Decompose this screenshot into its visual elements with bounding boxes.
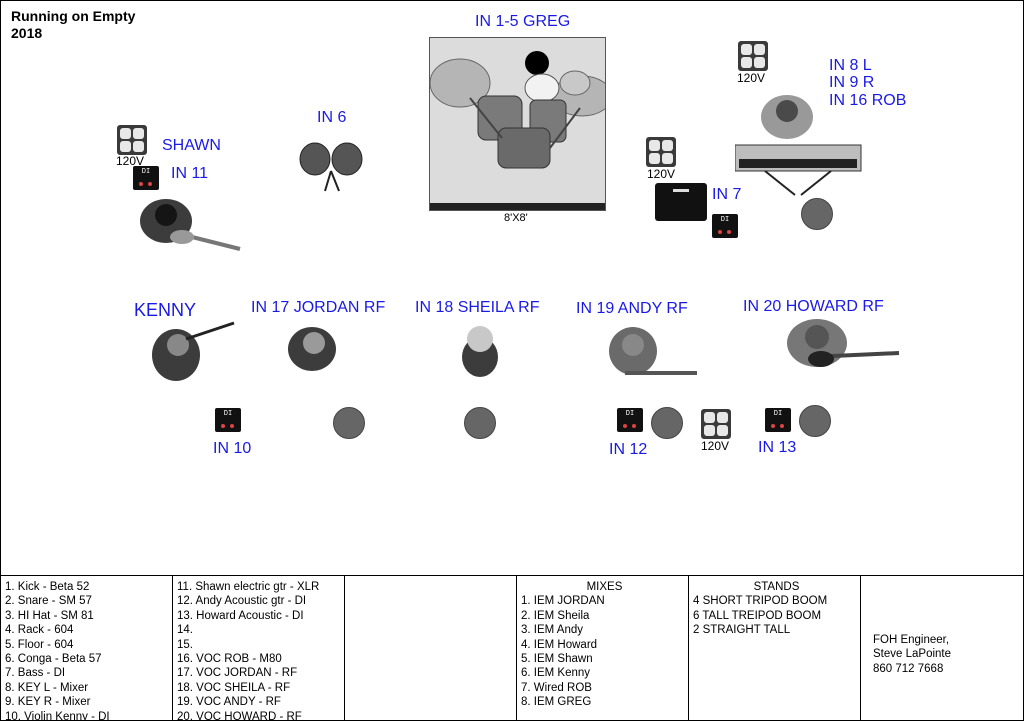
voltage-label: 120V	[701, 439, 730, 453]
keyboardist-rob-icon	[735, 95, 862, 196]
vocalist-jordan-icon	[288, 327, 336, 371]
kenny-di-label: IN 10	[213, 440, 252, 457]
mix-row: 4. IEM Howard	[521, 638, 598, 651]
drum-kit-icon	[429, 51, 613, 210]
di-box-icon: DI	[765, 408, 791, 432]
bass-amp-icon	[655, 183, 707, 221]
mic-stand-icon	[464, 407, 496, 439]
input-row: 11. Shawn electric gtr - XLR	[177, 581, 320, 593]
input-row: 3. HI Hat - SM 81	[5, 609, 94, 622]
input-row: 7. Bass - DI	[5, 667, 66, 680]
di-box-icon: DI	[617, 408, 643, 432]
drum-riser	[429, 37, 613, 211]
stand-row: 4 SHORT TRIPOD BOOM	[693, 595, 828, 608]
keys-left-label: IN 8 L	[829, 57, 872, 74]
keys-vocal-label: IN 16 ROB	[829, 92, 907, 109]
mic-stand-icon	[799, 405, 831, 437]
stand-row: 6 TALL TREIPOD BOOM	[693, 609, 822, 622]
kenny-label: KENNY	[134, 300, 197, 320]
input-row: 18. VOC SHEILA - RF	[177, 681, 291, 694]
sheila-label: IN 18 SHEILA RF	[415, 299, 540, 316]
input-row: 9. KEY R - Mixer	[5, 696, 91, 709]
input-list-column-2: 11. Shawn electric gtr - XLR 12. Andy Ac…	[173, 576, 345, 721]
input-row: 6. Conga - Beta 57	[5, 653, 102, 666]
power-outlet-icon	[117, 125, 147, 155]
howard-label: IN 20 HOWARD RF	[743, 298, 884, 315]
riser-size-label: 8'X8'	[504, 212, 528, 224]
shawn-input-label: IN 11	[171, 165, 209, 182]
input-list-column-1: 1. Kick - Beta 52 2. Snare - SM 57 3. HI…	[1, 576, 173, 721]
input-row: 13. Howard Acoustic - DI	[177, 609, 304, 622]
violinist-kenny-icon	[152, 321, 235, 381]
mic-stand-icon	[333, 407, 365, 439]
mix-row: 2. IEM Sheila	[521, 609, 590, 622]
voltage-label: 120V	[737, 71, 766, 85]
di-box-icon: DI	[712, 214, 738, 238]
di-box-icon: DI	[133, 166, 159, 190]
mixes-title: MIXES	[586, 581, 623, 593]
input-row: 20. VOC HOWARD - RF	[177, 710, 302, 721]
engineer-contact: FOH Engineer, Steve LaPointe 860 712 766…	[861, 576, 1023, 720]
band-name: Running on Empty	[11, 8, 136, 24]
mix-row: 8. IEM GREG	[521, 696, 592, 709]
input-row: 2. Snare - SM 57	[5, 595, 92, 608]
engineer-phone: 860 712 7668	[873, 662, 944, 675]
amp-input-label: IN 7	[712, 186, 742, 203]
drums-label: IN 1-5 GREG	[475, 13, 571, 30]
mix-row: 1. IEM JORDAN	[521, 595, 605, 608]
mix-row: 7. Wired ROB	[521, 681, 592, 694]
guitarist-shawn-icon	[140, 199, 241, 251]
mix-row: 3. IEM Andy	[521, 624, 584, 637]
mix-row: 6. IEM Kenny	[521, 667, 591, 680]
input-row: 17. VOC JORDAN - RF	[177, 667, 298, 680]
di-box-icon: DI	[215, 408, 241, 432]
engineer-name: Steve LaPointe	[873, 648, 952, 661]
engineer-role: FOH Engineer,	[873, 634, 950, 646]
guitarist-howard-icon	[787, 319, 900, 367]
input-row: 14.	[177, 624, 193, 637]
plot-title: Running on Empty 2018	[11, 8, 135, 42]
input-row: 10. Violin Kenny - DI	[5, 710, 110, 721]
power-outlet-icon	[738, 41, 768, 71]
andy-di-label: IN 12	[609, 441, 648, 458]
input-row: 1. Kick - Beta 52	[5, 581, 90, 593]
congas-label: IN 6	[317, 109, 347, 126]
input-row: 15.	[177, 638, 193, 651]
empty-column	[345, 576, 517, 720]
howard-di-label: IN 13	[758, 439, 797, 456]
plot-year: 2018	[11, 25, 43, 41]
mix-row: 5. IEM Shawn	[521, 653, 593, 666]
input-row: 4. Rack - 604	[5, 624, 74, 637]
mixes-column: MIXES 1. IEM JORDAN 2. IEM Sheila 3. IEM…	[517, 576, 689, 720]
input-list-table: 1. Kick - Beta 52 2. Snare - SM 57 3. HI…	[1, 575, 1023, 721]
andy-label: IN 19 ANDY RF	[576, 300, 688, 317]
mic-stand-icon	[651, 407, 683, 439]
input-row: 12. Andy Acoustic gtr - DI	[177, 595, 307, 608]
mic-stand-icon	[801, 198, 833, 230]
input-row: 16. VOC ROB - M80	[177, 653, 282, 666]
stand-row: 2 STRAIGHT TALL	[693, 624, 791, 637]
input-row: 8. KEY L - Mixer	[5, 681, 89, 694]
power-outlet-icon	[701, 409, 731, 439]
voltage-label: 120V	[647, 167, 676, 181]
shawn-label: SHAWN	[162, 137, 221, 154]
power-outlet-icon	[646, 137, 676, 167]
keys-right-label: IN 9 R	[829, 74, 875, 91]
input-row: 19. VOC ANDY - RF	[177, 696, 281, 709]
input-row: 5. Floor - 604	[5, 638, 74, 651]
voltage-label: 120V	[116, 154, 145, 168]
stands-column: STANDS 4 SHORT TRIPOD BOOM 6 TALL TREIPO…	[689, 576, 861, 720]
conga-drums-icon	[299, 142, 363, 192]
vocalist-sheila-icon	[462, 326, 498, 377]
jordan-label: IN 17 JORDAN RF	[251, 299, 386, 316]
guitarist-andy-icon	[609, 327, 697, 375]
stands-title: STANDS	[753, 581, 800, 593]
